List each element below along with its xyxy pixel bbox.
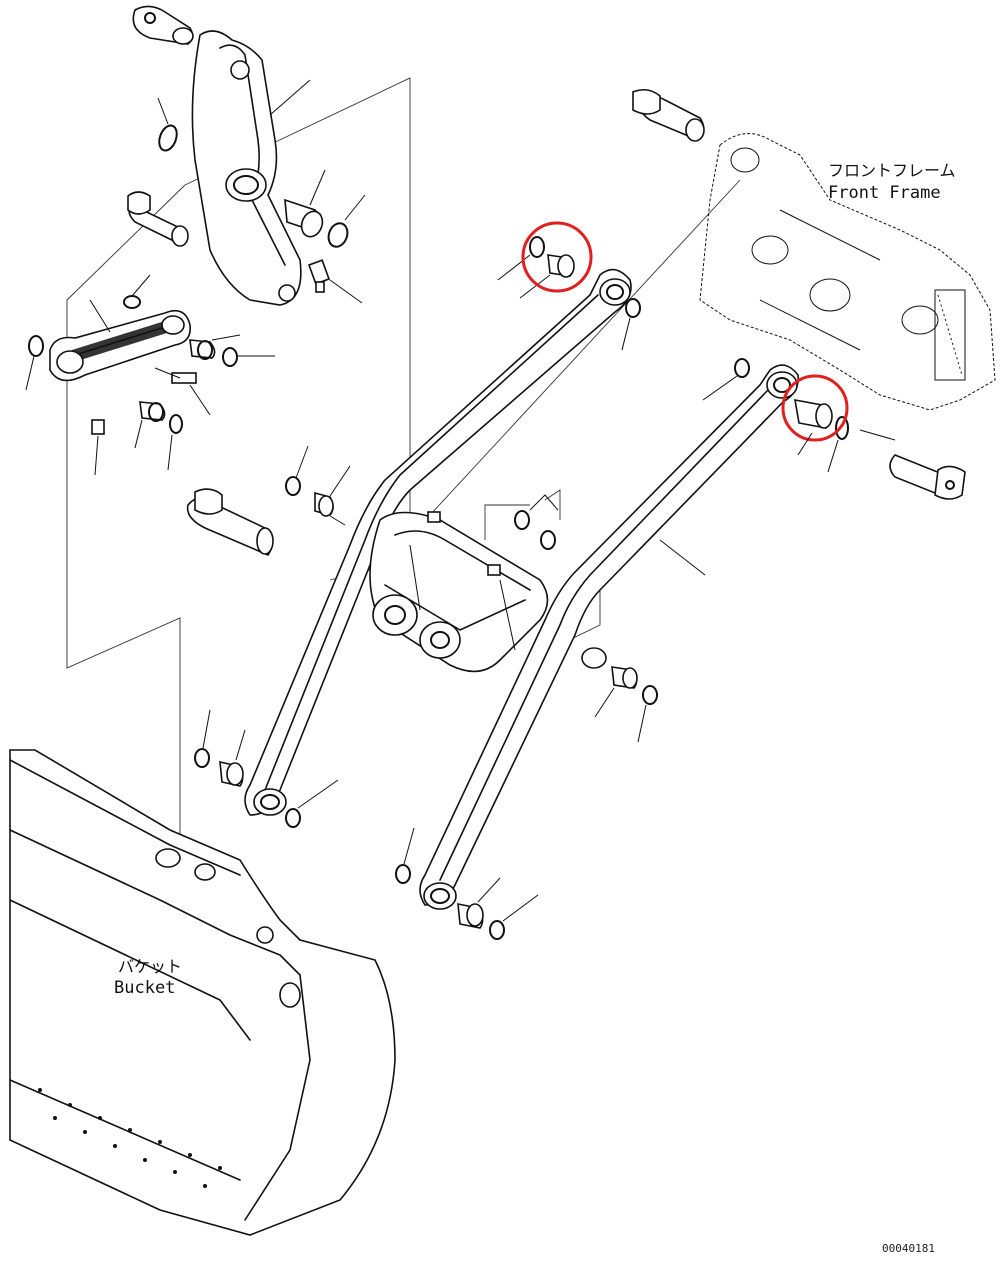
top-right-pin (632, 88, 705, 142)
bucket-label-jp: バケット (118, 957, 182, 976)
left-pin-small (127, 191, 189, 247)
reference-lines (66, 77, 741, 842)
highlight-circle-upper-left (521, 221, 593, 293)
boom-top-right-bushing (702, 358, 849, 473)
right-lower-pin (859, 429, 966, 500)
bellcrank-arm (191, 30, 311, 306)
lower-right-bushing-set (395, 827, 539, 940)
grease-fitting-top (307, 259, 363, 304)
front-frame-label-jp: フロントフレーム (828, 161, 956, 180)
tilt-link-rings (25, 274, 275, 471)
bucket: バケット Bucket (9, 749, 396, 1236)
boom-cross-tube (369, 511, 549, 673)
boom-top-left-bushing (497, 221, 641, 351)
bellcrank-o-ring-1 (157, 97, 178, 152)
drawing-code: 00040181 (882, 1242, 935, 1255)
mid-right-bushing (594, 666, 658, 743)
cross-tube-rings (514, 494, 559, 550)
mid-left-pin (186, 445, 351, 556)
front-frame: フロントフレーム Front Frame (699, 133, 996, 411)
highlight-circle-upper-right (781, 374, 849, 442)
grease-fitting-link (91, 367, 211, 476)
lower-left-bushing-set (194, 709, 339, 828)
bellcrank-bushing (284, 169, 366, 248)
boom-left-arm (244, 268, 632, 816)
bucket-label-en: Bucket (114, 978, 175, 998)
front-frame-label-en: Front Frame (828, 183, 941, 203)
boom-right-arm (419, 364, 800, 910)
tilt-link (49, 299, 192, 382)
bellcrank-top-pin (132, 5, 194, 45)
